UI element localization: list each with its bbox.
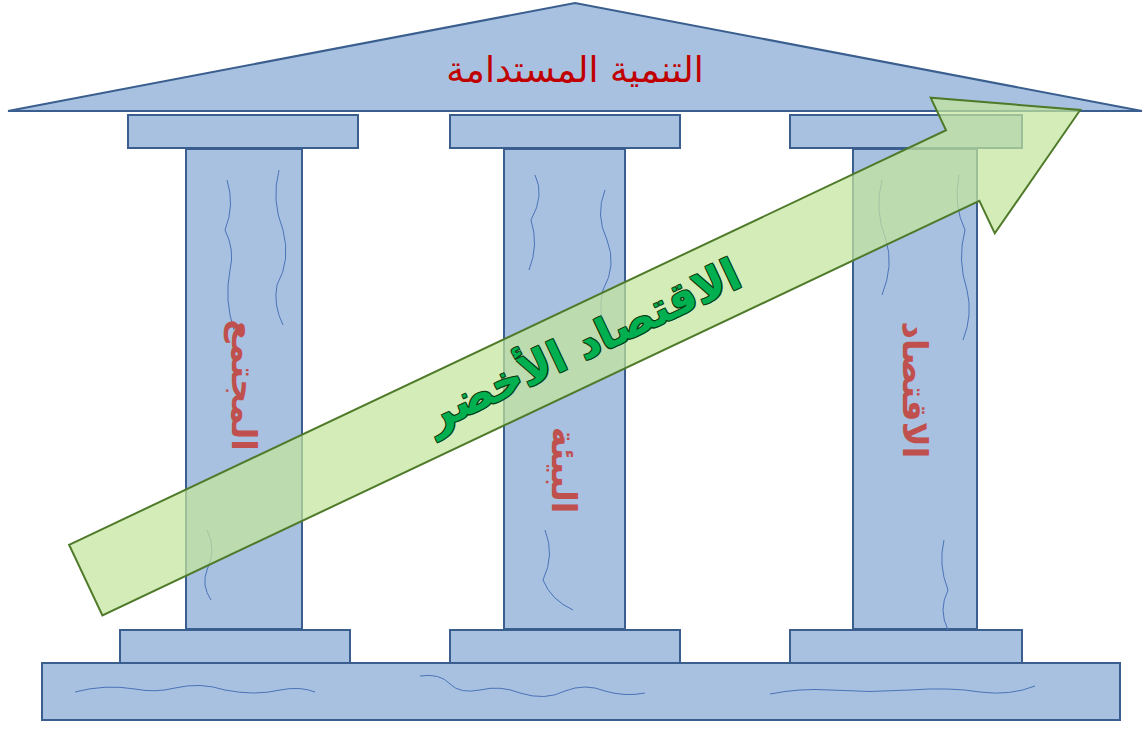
crack-line bbox=[75, 685, 315, 693]
crack-line bbox=[543, 530, 573, 610]
pillar-label: الاقتصاد bbox=[894, 322, 936, 459]
pillar-label: البيئة bbox=[544, 427, 586, 514]
roof-triangle: التنمية المستدامة bbox=[6, 0, 1144, 113]
crack-line bbox=[770, 686, 1035, 694]
roof-title: التنمية المستدامة bbox=[446, 49, 703, 91]
pillar-capital bbox=[128, 115, 358, 148]
pillar-base bbox=[450, 630, 680, 663]
arrow-label: الاقتصاد الأخضر bbox=[417, 248, 749, 441]
crack-line bbox=[420, 675, 645, 696]
pillar-capital bbox=[450, 115, 680, 148]
crack-line bbox=[225, 180, 234, 330]
crack-line bbox=[942, 540, 948, 630]
arrow-shape bbox=[54, 42, 1113, 648]
pillar-label: المجتمع bbox=[223, 319, 265, 451]
pillar-base bbox=[120, 630, 350, 663]
crack-line bbox=[276, 170, 286, 325]
roof-shape bbox=[8, 3, 1142, 111]
temple-plinth bbox=[42, 663, 1120, 720]
crack-line bbox=[529, 175, 539, 270]
pillar-base bbox=[790, 630, 1022, 663]
